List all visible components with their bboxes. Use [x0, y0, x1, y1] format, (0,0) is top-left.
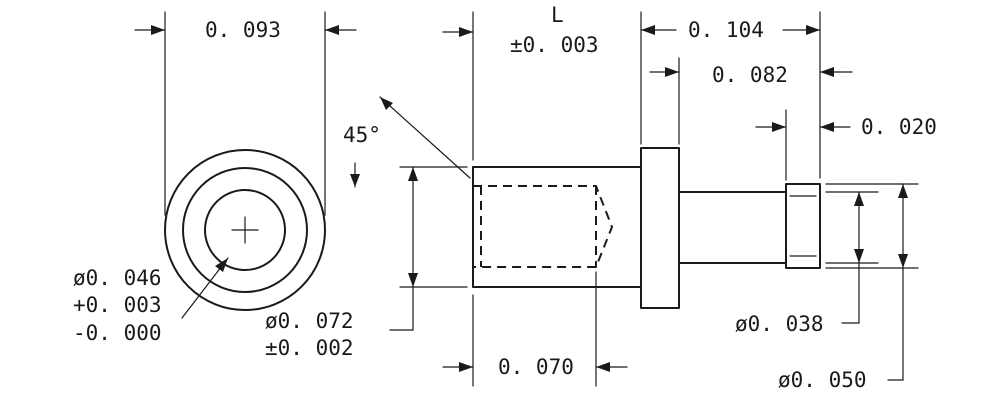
arrowhead — [408, 167, 418, 181]
arrowhead — [854, 192, 864, 206]
body-diameter: ø0. 072 — [265, 309, 354, 333]
leader-line — [841, 262, 860, 324]
arrowhead — [215, 258, 228, 272]
arrowhead — [408, 273, 418, 287]
hidden-bore — [473, 185, 614, 268]
bore-circle — [204, 189, 286, 271]
arrowhead — [350, 174, 360, 187]
tip-outline — [785, 183, 821, 269]
leader-line — [887, 267, 904, 381]
side-view: 45° L ±0. 003 0. 104 0. 082 0. 020 — [265, 3, 937, 392]
tip-diameter: ø0. 050 — [778, 368, 867, 392]
arrowhead — [665, 67, 679, 77]
arrowhead — [459, 362, 473, 372]
width-dimension: 0. 093 — [205, 18, 281, 42]
pin-length: 0. 082 — [712, 63, 788, 87]
leader-line — [389, 286, 414, 331]
bore-tolerance-plus: +0. 003 — [73, 293, 162, 317]
body-diameter-tolerance: ±0. 002 — [265, 336, 354, 360]
arrowhead — [151, 25, 165, 35]
tail-length: 0. 104 — [688, 18, 764, 42]
arrowhead — [772, 122, 786, 132]
bore-diameter: ø0. 046 — [73, 266, 162, 290]
end-view: 0. 093 ø0. 046 +0. 003 -0. 000 — [73, 11, 357, 345]
arrowhead — [380, 97, 393, 110]
arrowhead — [459, 27, 473, 37]
chamfer-angle: 45° — [343, 123, 381, 147]
bore-tolerance-minus: -0. 000 — [73, 321, 162, 345]
arrowhead — [806, 25, 820, 35]
length-tolerance: ±0. 003 — [510, 33, 599, 57]
outer-circle — [164, 149, 326, 311]
arrowhead — [820, 67, 834, 77]
arrowhead — [898, 184, 908, 198]
arrowhead — [898, 254, 908, 268]
arrowhead — [641, 25, 655, 35]
flange-outline — [640, 147, 680, 309]
arrowhead — [854, 249, 864, 263]
arrowhead — [596, 362, 610, 372]
bore-depth: 0. 070 — [498, 355, 574, 379]
tip-length: 0. 020 — [861, 115, 937, 139]
length-label: L — [551, 3, 564, 27]
middle-circle — [182, 167, 308, 293]
arrowhead — [325, 25, 339, 35]
arrowhead — [820, 122, 834, 132]
chamfer-leader — [379, 96, 471, 179]
pin-diameter: ø0. 038 — [735, 312, 824, 336]
